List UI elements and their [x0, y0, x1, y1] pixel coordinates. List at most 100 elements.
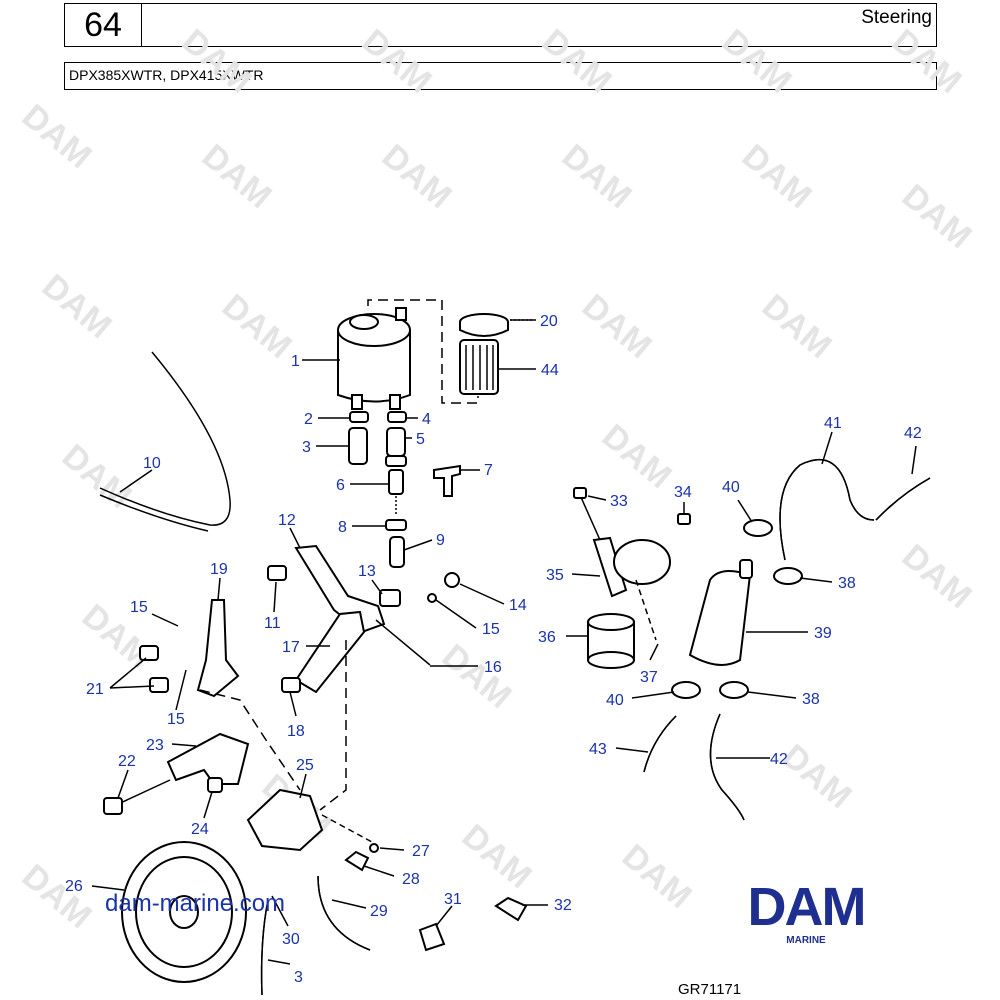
callout-26: 26	[65, 878, 83, 895]
watermark: DAM	[715, 22, 799, 101]
watermark: DAM	[35, 267, 119, 346]
bolt-shank	[113, 779, 171, 807]
reservoir-cap	[459, 313, 534, 337]
watermark: DAM	[595, 417, 679, 496]
callout-44: 44	[541, 362, 559, 379]
callout-33: 33	[610, 493, 628, 510]
callout-3: 3	[302, 439, 311, 456]
callout-14: 14	[509, 597, 527, 614]
cooler-bracket	[592, 536, 628, 598]
rubber-sleeve	[587, 613, 635, 669]
watermark: DAM	[455, 817, 539, 896]
cooler-hose	[643, 715, 677, 773]
fitting	[344, 850, 370, 872]
callout-11: 11	[264, 615, 281, 632]
callout-20: 20	[540, 313, 558, 330]
bolt-head	[677, 513, 691, 525]
fluid-reservoir	[337, 307, 411, 410]
callout-30: 30	[282, 931, 300, 948]
callout-16: 16	[484, 659, 502, 676]
callout-17: 17	[282, 639, 300, 656]
side-bracket	[196, 599, 240, 698]
hose-clamp	[773, 567, 803, 585]
callout-29: 29	[370, 903, 388, 920]
cooler-clamp	[613, 539, 671, 585]
callout-10: 10	[143, 455, 161, 472]
page-title: Steering	[861, 7, 932, 28]
reference-code: GR71171	[678, 981, 742, 998]
hose-clip	[418, 922, 446, 952]
hose-clamp	[719, 681, 749, 699]
pump-arm	[294, 610, 366, 694]
watermark: DAM	[375, 137, 459, 216]
page-number: 64	[65, 4, 142, 46]
bolt	[139, 645, 159, 661]
header-bar: 64 Steering	[64, 3, 937, 47]
hose-clamp	[671, 681, 701, 699]
watermark: DAM	[55, 437, 139, 516]
reservoir-hoses	[348, 411, 407, 568]
dashed-guide	[319, 640, 347, 811]
return-hose-inner	[260, 899, 269, 996]
callout-15: 15	[482, 621, 500, 638]
callout-23: 23	[146, 737, 164, 754]
callout-19: 19	[210, 561, 228, 578]
website-text: dam-marine.com	[105, 890, 286, 917]
callout-24: 24	[191, 821, 209, 838]
watermark: DAM	[615, 837, 699, 916]
oil-cooler	[688, 570, 752, 666]
watermark: DAM	[535, 22, 619, 101]
mounting-plate	[166, 732, 250, 785]
dashed-guide	[199, 689, 301, 791]
bolt-head	[103, 797, 123, 815]
dashed-guide	[367, 299, 479, 404]
watermark: DAM	[175, 22, 259, 101]
bolt-shank	[579, 494, 601, 541]
hose-clamp	[743, 519, 773, 537]
callout-38: 38	[802, 691, 820, 708]
washer	[369, 843, 379, 853]
callout-41: 41	[824, 415, 842, 432]
callout-15: 15	[130, 599, 148, 616]
callout-4: 4	[422, 411, 431, 428]
callout-38: 38	[838, 575, 856, 592]
watermark: DAM	[555, 137, 639, 216]
callout-9: 9	[436, 532, 445, 549]
callout-42: 42	[904, 425, 922, 442]
callout-labels: 1 2 3 4 5 6 7 8 9 10 11 12 13 14 15 15 1…	[65, 313, 922, 986]
bolt	[267, 565, 287, 581]
callout-6: 6	[336, 477, 345, 494]
bolt-head	[573, 487, 587, 499]
washer	[427, 593, 437, 603]
callout-34: 34	[674, 484, 692, 501]
model-bar: DPX385XWTR, DPX415XWTR	[64, 62, 937, 90]
nut	[444, 572, 460, 588]
callout-12: 12	[278, 512, 296, 529]
callout-7: 7	[484, 462, 493, 479]
callout-35: 35	[546, 567, 564, 584]
dam-logo-subtitle: MARINE	[786, 935, 826, 946]
callout-32: 32	[554, 897, 572, 914]
watermark: DAM	[755, 287, 839, 366]
callout-22: 22	[118, 753, 136, 770]
callout-28: 28	[402, 871, 420, 888]
watermark: DAM	[355, 22, 439, 101]
watermark: DAM	[895, 177, 979, 256]
nut	[379, 589, 401, 607]
callout-27: 27	[412, 843, 430, 860]
callout-42: 42	[770, 751, 788, 768]
t-fitting	[433, 464, 461, 497]
callout-3: 3	[294, 969, 303, 986]
dashed-guide	[635, 579, 657, 641]
pump-bracket	[294, 544, 386, 634]
callout-13: 13	[358, 563, 376, 580]
callout-15: 15	[167, 711, 185, 728]
callout-8: 8	[338, 519, 347, 536]
leader-lines	[91, 319, 917, 965]
callout-43: 43	[589, 741, 607, 758]
watermark: DAM	[885, 22, 969, 101]
bolt	[281, 677, 301, 693]
callout-1: 1	[291, 353, 300, 370]
watermark: DAM	[575, 287, 659, 366]
